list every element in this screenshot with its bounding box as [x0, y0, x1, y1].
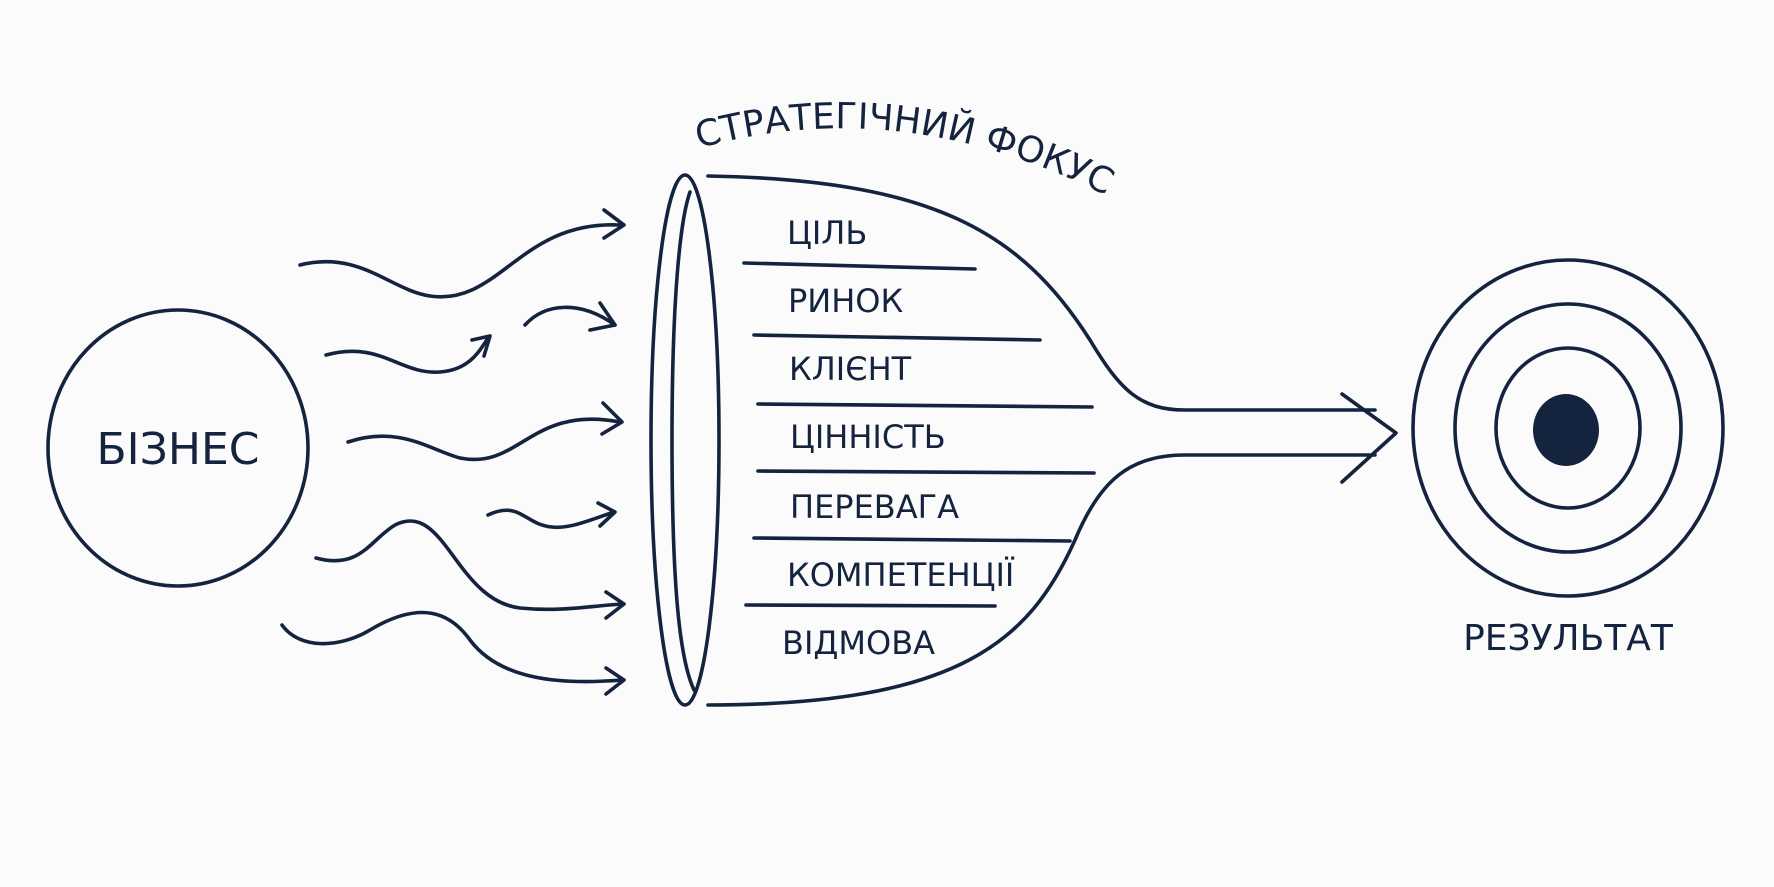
business-label: БІЗНЕС	[97, 424, 260, 475]
step-market: РИНОК	[788, 282, 903, 320]
step-goal: ЦІЛЬ	[787, 214, 867, 252]
wavy-arrow-icon	[298, 208, 626, 299]
step-refusal: ВІДМОВА	[782, 624, 935, 662]
wavy-arrow-icon	[486, 501, 617, 530]
wavy-arrow-icon	[280, 610, 626, 696]
step-value: ЦІННІСТЬ	[790, 418, 946, 456]
focus-label: СТРАТЕГІЧНИЙ ФОКУС	[691, 96, 1120, 203]
input-arrows	[280, 208, 626, 696]
target-icon	[1411, 258, 1725, 598]
wavy-arrow-icon	[523, 301, 617, 332]
step-advantage: ПЕРЕВАГА	[790, 488, 959, 526]
wavy-arrow-icon	[314, 519, 626, 620]
step-client: КЛІЄНТ	[789, 350, 912, 388]
business-node: БІЗНЕС	[46, 308, 310, 588]
step-competencies: КОМПЕТЕНЦІЇ	[787, 556, 1015, 594]
result-label: РЕЗУЛЬТАТ	[1463, 618, 1674, 659]
funnel-steps: ЦІЛЬ РИНОК КЛІЄНТ ЦІННІСТЬ ПЕРЕВАГА КОМП…	[782, 214, 1015, 662]
wavy-arrow-icon	[324, 334, 492, 374]
wavy-arrow-icon	[346, 401, 624, 462]
funnel	[649, 173, 1398, 707]
funnel-dividers	[742, 261, 1096, 608]
